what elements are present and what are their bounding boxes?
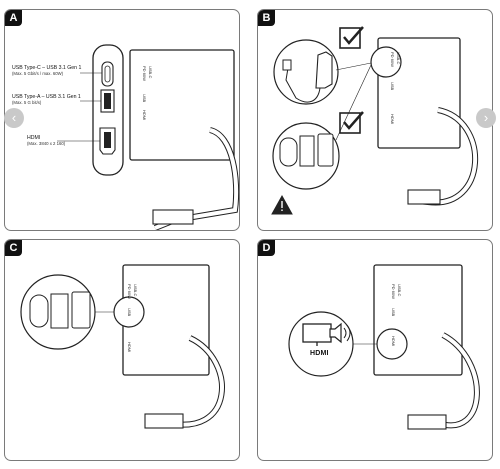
usb-a-spec: (Max. 5 G bit/s) (12, 100, 42, 105)
monitor-icon (302, 323, 332, 343)
panel-d: D HDMI USB-C PD 60W USB HDMI (257, 239, 493, 461)
next-slide-button[interactable]: › (476, 108, 496, 128)
checkmark-icon (343, 26, 364, 45)
device-label-hdmi: HDMI (391, 336, 396, 347)
device-label-pd: PD 60W (391, 284, 396, 299)
panel-a: A USB Type-C – USB 3.1 Gen 1 (Max. 5 Gbi… (4, 9, 240, 231)
device-label-pd: PD 60W (142, 66, 147, 81)
hdmi-caption: HDMI (310, 350, 329, 357)
device-label-hdmi: HDMI (142, 110, 147, 121)
device-label-usbc: USB-C (148, 66, 153, 79)
hdmi-spec: (Max. 3840 x 2 160) (27, 141, 66, 146)
adapter-body (129, 49, 235, 161)
panel-a-letter: A (5, 10, 22, 26)
panel-b: B USB-C PD 60W USB HDMI (257, 9, 493, 231)
usb-c-label: USB Type-C – USB 3.1 Gen 1 (12, 65, 82, 71)
device-label-usbc: USB-C (397, 284, 402, 297)
checkbox-devices-icon (339, 112, 361, 134)
highlight-circle (370, 46, 402, 78)
checkmark-icon (343, 111, 364, 130)
device-label-usb: USB (142, 94, 147, 103)
device-label-hdmi: HDMI (390, 114, 395, 125)
phone-icon (317, 133, 334, 167)
speaker-icon (329, 322, 342, 344)
mouse-icon (279, 137, 298, 167)
hdmi-label: HDMI (27, 135, 41, 141)
usb-stick-icon (50, 293, 69, 329)
device-label-usb: USB (391, 308, 396, 317)
usb-c-plug (407, 189, 441, 205)
device-label-usb: USB (390, 82, 395, 91)
device-label-usb: USB (127, 308, 132, 317)
checkbox-charger-icon (339, 27, 361, 49)
usb-c-spec: (Max. 5 Gbit/s / max. 60W) (12, 71, 64, 76)
panel-b-illustration (271, 26, 479, 215)
usb-stick-icon (299, 135, 315, 167)
usb-c-plug (152, 209, 194, 225)
power-adapter-icon (315, 51, 333, 89)
panel-d-letter: D (258, 240, 275, 256)
device-label-usbc: USB-C (133, 284, 138, 297)
usb-c-plug (144, 413, 184, 429)
usb-a-label: USB Type-A – USB 3.1 Gen 1 (12, 94, 81, 100)
device-label-usbc: USB-C (396, 52, 401, 65)
panel-b-letter: B (258, 10, 275, 26)
device-label-hdmi: HDMI (127, 342, 132, 353)
panel-c-letter: C (5, 240, 22, 256)
panel-c: C USB-C PD 60W USB HDMI (4, 239, 240, 461)
device-label-pd: PD 60W (390, 52, 395, 67)
panel-a-illustration (57, 44, 239, 230)
mouse-icon (29, 294, 49, 328)
prev-slide-button[interactable]: ‹ (4, 108, 24, 128)
device-label-pd: PD 60W (127, 284, 132, 299)
panel-d-illustration (288, 264, 480, 430)
hdmi-circle (288, 311, 354, 377)
phone-icon (71, 291, 91, 329)
panel-c-illustration (20, 264, 225, 429)
usb-c-plug (407, 414, 447, 430)
